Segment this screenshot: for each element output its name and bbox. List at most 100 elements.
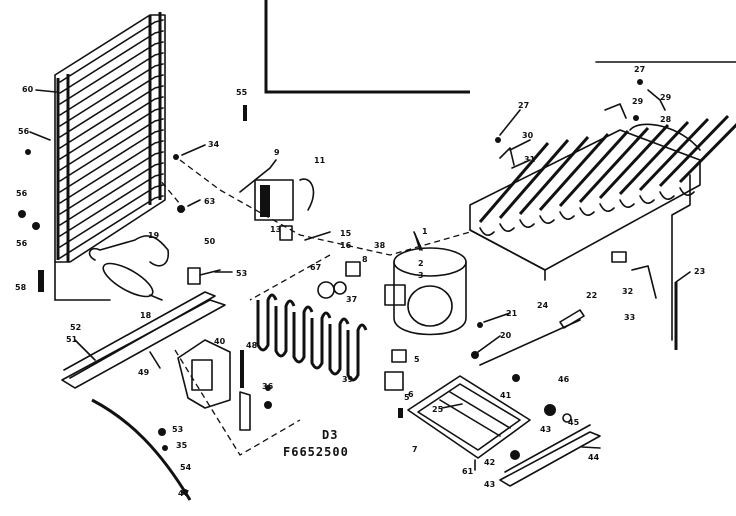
- cap-46: [544, 404, 556, 416]
- dash-outline: [219, 189, 471, 256]
- grommet-37: [333, 281, 347, 295]
- part-label-44: 44: [588, 453, 600, 462]
- part-label-35: 35: [176, 441, 188, 450]
- clip-29b: [647, 89, 666, 111]
- part-label-40: 40: [214, 337, 226, 346]
- condenser-fin: [59, 162, 164, 226]
- clip-32: [611, 251, 627, 263]
- part-label-42: 42: [484, 458, 495, 467]
- filter-drier: [88, 235, 170, 301]
- part-label-29a: 29: [632, 97, 644, 106]
- part-label-58a: 58: [15, 283, 27, 292]
- part-label-56b: 56: [16, 189, 28, 198]
- screw-56c: [32, 222, 40, 230]
- washer-45: [562, 413, 572, 423]
- part-label-55: 55: [236, 88, 248, 97]
- part-label-38: 38: [374, 241, 386, 250]
- condenser-fin: [59, 140, 164, 204]
- part-label-30: 30: [522, 131, 534, 140]
- evaporator-bend: [559, 211, 575, 220]
- part-label-43a: 43: [484, 480, 495, 489]
- fitting-6: [384, 371, 404, 391]
- screw-7: [398, 408, 403, 418]
- dash-line: [179, 159, 221, 191]
- part-label-32: 32: [622, 287, 633, 296]
- evaporator-fin: [478, 142, 550, 223]
- evaporator-bend: [499, 223, 515, 232]
- screw-20: [471, 351, 479, 359]
- condenser-fin: [59, 184, 164, 248]
- part-label-19: 19: [148, 231, 160, 240]
- part-label-63a: 63: [204, 197, 215, 206]
- part-label-39: 39: [342, 375, 354, 384]
- screw-28: [633, 115, 639, 121]
- evaporator-bend: [599, 203, 615, 212]
- evaporator-bend: [579, 207, 595, 216]
- part-label-50: 50: [204, 237, 216, 246]
- screw-34: [173, 154, 179, 160]
- part-label-22: 22: [586, 291, 597, 300]
- evaporator-fin: [658, 114, 730, 188]
- evaporator-bend: [479, 227, 495, 236]
- evaporator-coil: [469, 123, 701, 341]
- base-rail: [61, 291, 226, 389]
- evaporator-fin: [638, 117, 710, 192]
- tubing-loop: [328, 317, 350, 376]
- part-label-41: 41: [500, 391, 512, 400]
- tubing-loop: [310, 311, 332, 370]
- condenser-fin: [59, 74, 164, 138]
- drain-tube: [91, 398, 192, 501]
- leader-15: [304, 231, 331, 241]
- leader-lines: [29, 89, 691, 449]
- part-label-16: 16: [340, 241, 352, 250]
- part-label-18: 18: [140, 311, 152, 320]
- frame-corner-line: [264, 0, 470, 94]
- part-label-29b: 29: [660, 93, 672, 102]
- tubing-loop: [274, 299, 296, 358]
- part-label-60a: 60: [22, 85, 34, 94]
- caption-line2: F6652500: [283, 445, 349, 459]
- evaporator-bend: [619, 199, 635, 208]
- screw-41: [512, 374, 520, 382]
- condenser-fin: [59, 118, 164, 182]
- bottom-rail: [499, 424, 601, 487]
- part-label-37: 37: [346, 295, 357, 304]
- part-label-7: 7: [412, 445, 418, 454]
- screw-58: [243, 105, 247, 121]
- part-label-49: 49: [138, 368, 150, 377]
- part-label-25: 25: [432, 405, 444, 414]
- part-label-27b: 27: [634, 65, 645, 74]
- clamp-53: [158, 428, 166, 436]
- tubing-loop: [256, 293, 278, 352]
- part-label-27a: 27: [518, 101, 529, 110]
- part-label-53: 53: [236, 269, 247, 278]
- part-label-15: 15: [340, 229, 352, 238]
- part-label-8: 8: [362, 255, 368, 264]
- part-label-43b: 43: [540, 425, 551, 434]
- evaporator-bend: [639, 195, 655, 204]
- condenser-fin: [59, 19, 164, 83]
- screw-27b: [637, 79, 643, 85]
- condenser-fin: [59, 41, 164, 105]
- evaporator-fin: [618, 120, 690, 196]
- condenser-fins: [59, 19, 164, 259]
- evaporator-bend: [659, 191, 675, 200]
- dash-outline: [174, 349, 301, 456]
- part-label-31: 31: [524, 155, 536, 164]
- evaporator-fin: [518, 136, 590, 215]
- tubing-loop: [292, 305, 314, 364]
- part-label-36: 36: [262, 382, 274, 391]
- condenser-fin: [59, 129, 164, 193]
- part-label-67: 67: [310, 263, 321, 272]
- part-label-46: 46: [558, 375, 570, 384]
- part-label-1: 1: [422, 227, 428, 236]
- part-label-45: 45: [568, 418, 580, 427]
- evaporator-bend: [679, 187, 695, 196]
- condenser-coil: [54, 12, 166, 301]
- part-label-48: 48: [246, 341, 258, 350]
- part-label-23: 23: [694, 267, 705, 276]
- condenser-fin: [59, 30, 164, 94]
- part-label-11: 11: [314, 156, 326, 165]
- rod-48: [240, 350, 244, 388]
